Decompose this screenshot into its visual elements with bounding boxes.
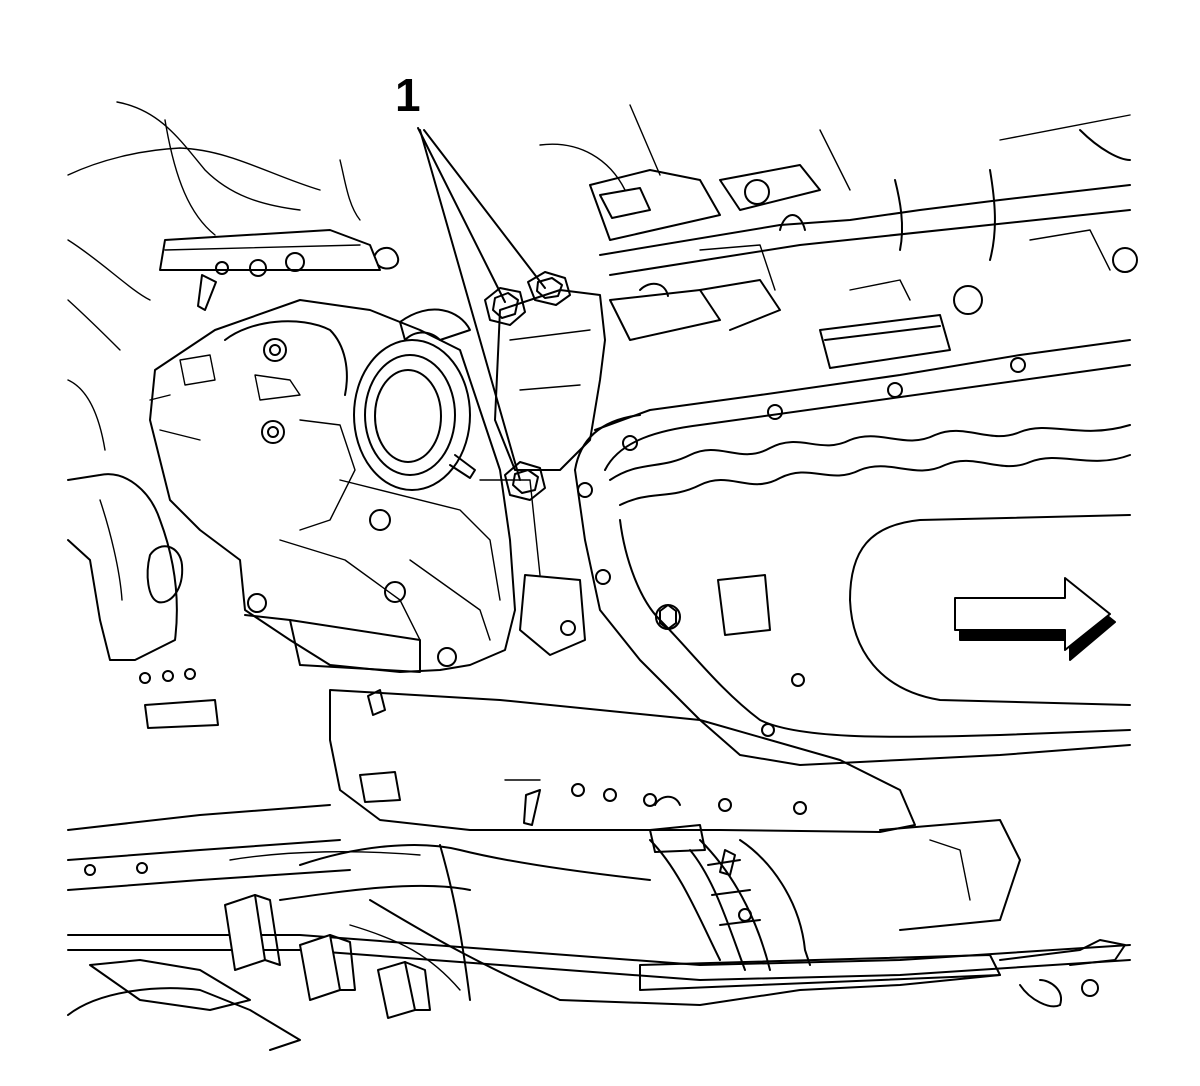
- subframe-crossmember: [329, 689, 916, 853]
- front-frame-structure: [67, 101, 400, 351]
- oil-pan: [574, 339, 1131, 766]
- lower-brackets: [67, 894, 431, 1051]
- callout-leaders: [417, 127, 546, 481]
- engine-block: [539, 104, 1138, 369]
- callout-label: 1: [395, 69, 421, 121]
- transfer-case-housing: [149, 299, 516, 673]
- direction-arrow-icon: [954, 577, 1116, 661]
- hex-nut-icon: [484, 271, 571, 501]
- left-frame-rail: [67, 379, 219, 729]
- transmission-mount: [479, 289, 606, 656]
